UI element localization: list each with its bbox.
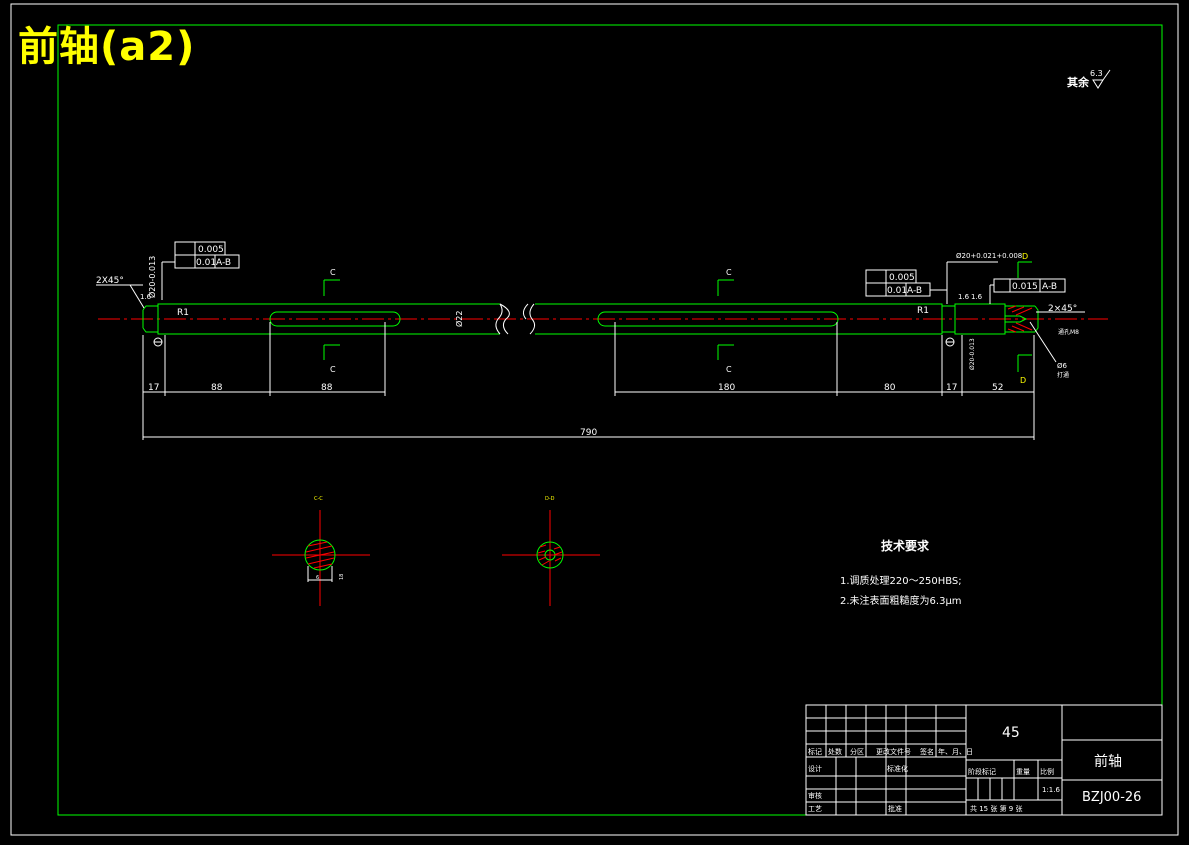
roughness-right2-label: 1.6 [971,293,983,301]
section-c-top-right: C [726,268,732,277]
roughness-symbol-icon [1092,69,1111,89]
section-c-bot-left: C [330,365,336,374]
title-header-0: 标记 [808,747,822,756]
chamfer-right-label: 2×45° [1048,304,1077,314]
title-material: 45 [1002,725,1020,741]
dim-88b: 88 [321,383,333,393]
shaft-right-part [522,303,1039,335]
section-d-top: D [1022,252,1028,261]
tech-req-heading: 技术要求 [881,538,930,553]
dim-180: 180 [718,383,735,393]
dim-17b: 17 [946,383,957,393]
gdt-left-position: 0.01 [196,258,216,268]
title-process: 工艺 [808,805,822,813]
section-view-d: D-D [502,496,600,606]
title-part-name: 前轴 [1094,753,1122,770]
section-c-key-width: 6 [316,575,319,581]
hole-leader [1029,321,1057,363]
chamfer-left-arrow [129,284,145,309]
gdt-frame-right [865,261,998,304]
section-marks-c [323,261,1032,372]
gdt-left-datum: A-B [216,258,231,268]
roughness-right-label: 1.6 [958,293,970,301]
title-weight: 重量 [1016,768,1030,776]
shaft-left-part [142,303,510,335]
section-c-title: C-C [314,496,323,502]
dia-right2-label: Ø20-0.013 [969,338,976,370]
dia-left-label: Ø20-0.013 [147,256,157,298]
dim-52: 52 [992,383,1003,393]
dim-80: 80 [884,383,896,393]
radius-left-label: R1 [177,308,189,318]
thread-note: 通孔M8 [1058,328,1079,336]
section-c-key-depth: 18 [339,574,345,580]
title-standardize: 标准化 [887,764,908,773]
title-header-2: 分区 [850,747,864,756]
surface-note-label: 其余 [1067,75,1090,89]
hole-label: Ø6 [1057,362,1068,370]
dia-mid-label: Ø22 [454,311,464,327]
section-view-c: C-C 6 18 [272,496,370,606]
surface-roughness-note: 其余 6.3 [1067,69,1111,89]
dim-88a: 88 [211,383,223,393]
surface-note-value: 6.3 [1090,69,1103,78]
roughness-left-label: 1.6 [140,293,152,301]
gdt-right-position: 0.01 [887,286,907,296]
section-d-bot: D [1020,376,1026,385]
drawing-title: 前轴(a2) [18,24,196,70]
chamfer-left-label: 2X45° [96,276,124,286]
keyway-right [597,311,839,327]
gdt-end-tol: 0.015 [1012,282,1038,292]
title-header-3: 更改文件号 [876,747,911,756]
title-stage-mark: 阶段标记 [968,767,996,776]
inner-frame [57,24,1163,816]
title-review: 审核 [808,791,822,800]
title-header-4: 签名 [920,747,934,756]
end-hole-detail [1005,305,1033,333]
title-header-5: 年、月、日 [938,747,973,756]
section-c-bot-right: C [726,365,732,374]
hole-note: 打通 [1057,371,1069,379]
section-c-top-left: C [330,268,336,277]
shoulder-symbols [153,337,955,347]
dim-total: 790 [580,428,597,438]
gdt-frame-left [161,241,240,300]
title-block [805,704,1163,816]
outer-frame [10,3,1179,836]
gdt-end-datum: A-B [1042,282,1057,292]
tech-req-line2: 2.未注表面粗糙度为6.3μm [840,594,962,607]
dimension-lines [142,322,1035,440]
radius-right-label: R1 [917,306,929,316]
title-scale: 1:1.6 [1042,786,1060,794]
gdt-left-runout: 0.005 [198,245,224,255]
title-header-1: 处数 [828,747,842,756]
title-drawing-no: BZJ00-26 [1082,790,1141,805]
keyway-left [269,311,401,327]
title-design: 设计 [808,764,822,773]
section-d-title: D-D [545,496,555,502]
gdt-frame-end [989,278,1066,304]
gdt-right-runout: 0.005 [889,273,915,283]
dia-right-label: Ø20+0.021+0.008 [956,252,1022,260]
title-sheets: 共 15 张 第 9 张 [970,804,1023,813]
title-approve: 批准 [888,804,902,813]
dim-17a: 17 [148,383,159,393]
title-ratio: 比例 [1040,767,1054,776]
tech-req-line1: 1.调质处理220～250HBS; [840,575,962,587]
gdt-right-datum: A-B [907,286,922,296]
